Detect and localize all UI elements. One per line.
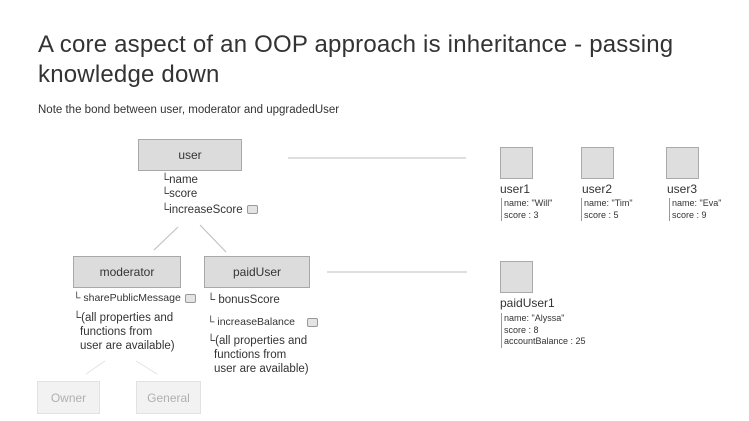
- paiduser1-instance-name: paidUser1: [500, 296, 555, 310]
- user3-instance-box: [666, 147, 699, 179]
- user1-prop-name: name: "Will": [504, 198, 553, 208]
- owner-class-box: Owner: [37, 381, 100, 414]
- user2-prop-name: name: "Tim": [584, 198, 633, 208]
- moderator-inherit-note-line-3: user are available): [80, 340, 175, 352]
- moderator-class-box: moderator: [73, 256, 181, 288]
- user-prop-score: └score: [161, 188, 198, 200]
- user1-instance-name: user1: [500, 182, 531, 196]
- user1-instance-box: [500, 147, 533, 179]
- paiduser-inherit-note-line-2: functions from: [214, 349, 287, 361]
- user-class-box: user: [138, 139, 242, 171]
- user1-instance-props: name: "Will" score : 3: [501, 198, 552, 221]
- moderator-method-label: └ sharePublicMessage: [73, 292, 181, 304]
- slide-subtitle: Note the bond between user, moderator an…: [38, 104, 340, 116]
- moderator-inherit-note-line-2: functions from: [80, 326, 153, 338]
- user-prop-name: └name: [161, 174, 198, 186]
- moderator-class-label: moderator: [99, 265, 155, 279]
- general-class-box: General: [136, 381, 201, 414]
- user3-prop-score: score : 9: [672, 209, 707, 220]
- user-moderator-edge: [153, 226, 179, 251]
- user2-prop-score: score : 5: [584, 209, 619, 220]
- method-icon: [246, 205, 258, 215]
- general-class-label: General: [147, 390, 190, 405]
- slide-title: A core aspect of an OOP approach is inhe…: [38, 30, 718, 90]
- method-icon: [307, 317, 318, 327]
- user3-instance-name: user3: [667, 182, 698, 196]
- paiduser-inherit-note-line-3: user are available): [214, 363, 309, 375]
- user2-instance-name: user2: [582, 182, 613, 196]
- moderator-method-share-public-message: └ sharePublicMessage: [73, 292, 196, 305]
- user2-instance-box: [581, 147, 614, 179]
- user1-prop-score: score : 3: [504, 209, 539, 220]
- user3-instance-props: name: "Eva" score : 9: [669, 198, 721, 221]
- paiduser1-instance-props: name: "Alyssa" score : 8 accountBalance …: [501, 313, 586, 348]
- user-class-label: user: [178, 148, 202, 162]
- paiduser1-prop-score: score : 8: [504, 324, 539, 335]
- paiduser-class-box: paidUser: [204, 256, 310, 288]
- moderator-general-edge: [135, 360, 158, 375]
- user-paiduser-edge: [199, 224, 227, 253]
- moderator-inherit-note-line-1: └(all properties and: [73, 312, 174, 324]
- paiduser-inherit-note-line-1: └(all properties and: [207, 335, 308, 347]
- user-method-increase-score: └increaseScore: [161, 204, 258, 217]
- paiduser1-instance-box: [500, 261, 533, 293]
- user3-prop-name: name: "Eva": [672, 198, 722, 208]
- paiduser-method-label: └ increaseBalance: [207, 316, 295, 328]
- paiduser-method-increase-balance: └ increaseBalance: [207, 316, 318, 329]
- user2-instance-props: name: "Tim" score : 5: [581, 198, 633, 221]
- user-method-increase-score-label: └increaseScore: [161, 204, 243, 216]
- moderator-owner-edge: [85, 360, 106, 375]
- method-icon: [184, 293, 196, 303]
- slide-title-line-2: knowledge down: [38, 61, 220, 88]
- paiduser-class-label: paidUser: [232, 265, 282, 279]
- owner-class-label: Owner: [50, 390, 87, 405]
- paiduser-prop-bonus-score: └ bonusScore: [207, 294, 280, 306]
- slide-title-line-1: A core aspect of an OOP approach is inhe…: [38, 31, 674, 58]
- paiduser1-prop-account-balance: accountBalance : 25: [504, 336, 586, 346]
- paiduser1-prop-name: name: "Alyssa": [504, 313, 565, 323]
